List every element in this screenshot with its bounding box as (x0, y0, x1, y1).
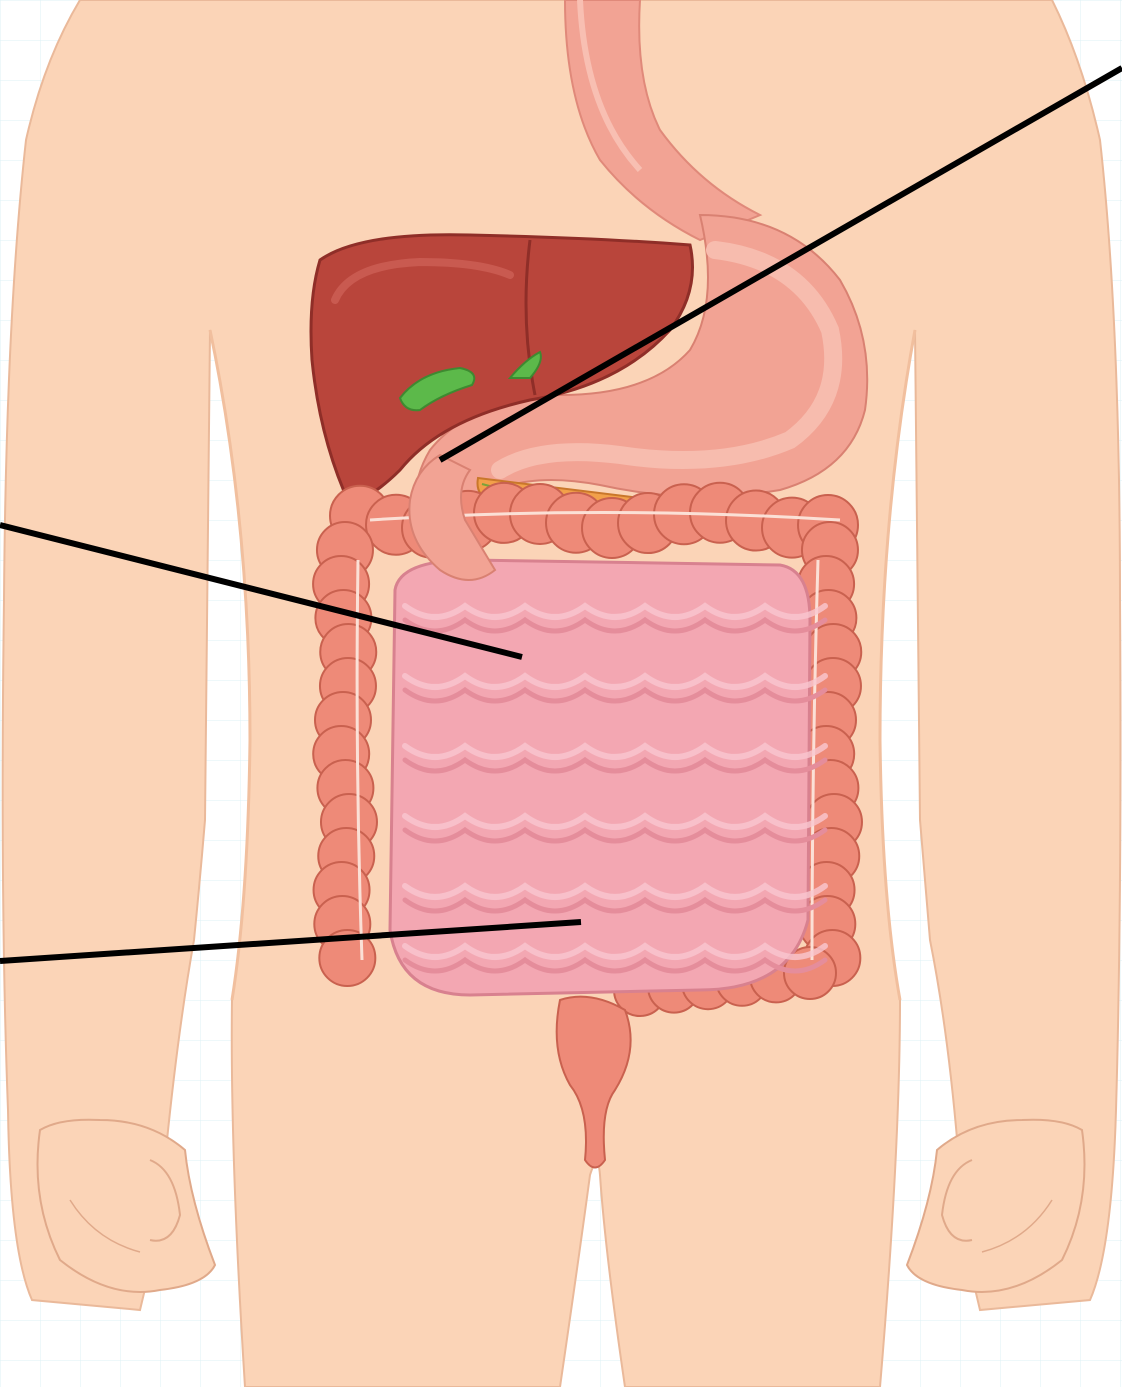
diagram-canvas (0, 0, 1122, 1387)
digestive-system-diagram (0, 0, 1122, 1387)
